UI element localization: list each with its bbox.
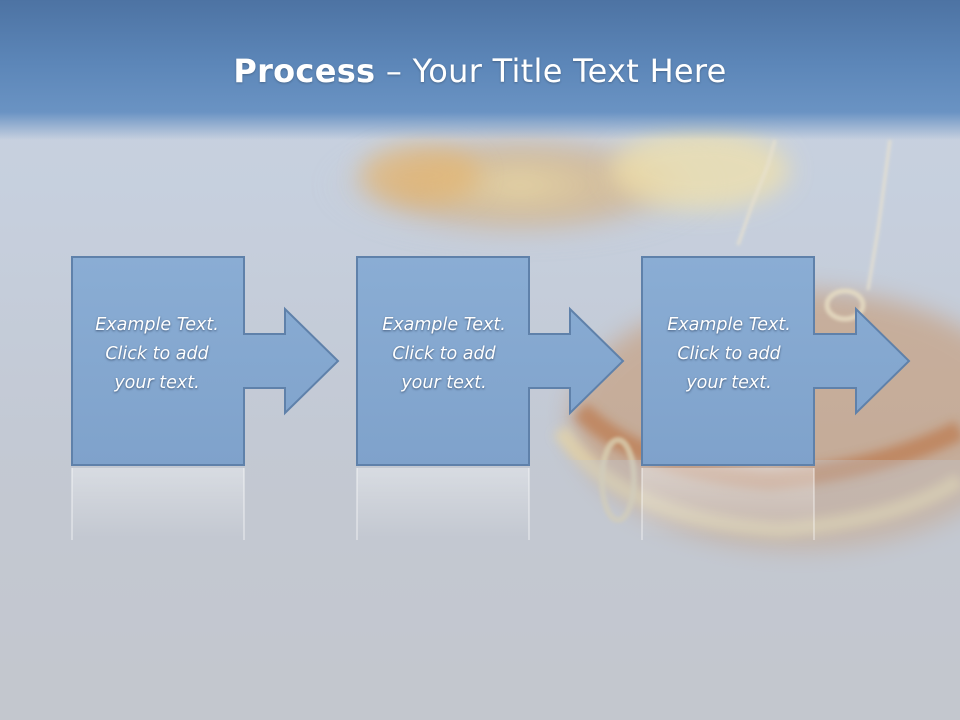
step-1-shape[interactable] bbox=[71, 256, 340, 466]
step-3-line-2: Click to add bbox=[677, 344, 781, 364]
step-3-shape[interactable] bbox=[641, 256, 911, 466]
reflections bbox=[71, 468, 815, 540]
step-3-text[interactable]: Example Text. Click to add your text. bbox=[642, 311, 816, 398]
step-2-line-1: Example Text. bbox=[382, 315, 506, 335]
step-1-line-2: Click to add bbox=[105, 344, 209, 364]
title-rest: – Your Title Text Here bbox=[375, 52, 727, 90]
step-3-line-3: your text. bbox=[686, 373, 772, 393]
step-2-shape[interactable] bbox=[356, 256, 625, 466]
step-2-text[interactable]: Example Text. Click to add your text. bbox=[357, 311, 531, 398]
step-1-text[interactable]: Example Text. Click to add your text. bbox=[70, 311, 244, 398]
title-strong: Process bbox=[233, 52, 376, 90]
title-band bbox=[0, 0, 960, 140]
slide-title[interactable]: Process – Your Title Text Here bbox=[0, 52, 960, 90]
step-3-line-1: Example Text. bbox=[667, 315, 791, 335]
step-2-line-3: your text. bbox=[401, 373, 487, 393]
step-2-line-2: Click to add bbox=[392, 344, 496, 364]
step-1-line-1: Example Text. bbox=[95, 315, 219, 335]
step-1-line-3: your text. bbox=[114, 373, 200, 393]
